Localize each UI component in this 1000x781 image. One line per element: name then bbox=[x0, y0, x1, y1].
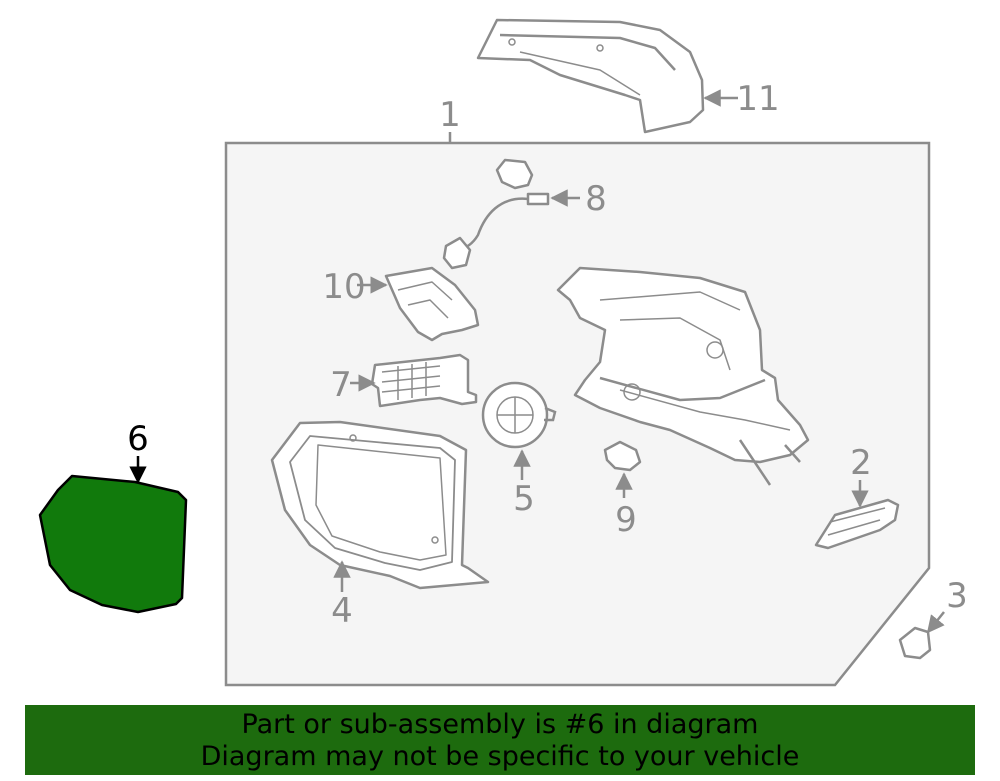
banner-line-2: Diagram may not be specific to your vehi… bbox=[200, 741, 800, 772]
part-8-wiring-harness[interactable] bbox=[442, 158, 550, 270]
part-2-actuator[interactable] bbox=[814, 498, 900, 550]
info-banner: Part or sub-assembly is #6 in diagram Di… bbox=[25, 705, 975, 775]
mirror-housing[interactable] bbox=[556, 266, 810, 486]
banner-line-1: Part or sub-assembly is #6 in diagram bbox=[241, 709, 759, 740]
callout-10: 10 bbox=[322, 267, 365, 307]
callout-11: 11 bbox=[736, 79, 779, 119]
part-3-grommet[interactable] bbox=[898, 626, 932, 660]
part-5-motor[interactable] bbox=[481, 381, 557, 449]
callout-5: 5 bbox=[513, 479, 535, 519]
callout-8: 8 bbox=[585, 179, 607, 219]
part-10-bracket[interactable] bbox=[384, 266, 480, 342]
callout-1: 1 bbox=[439, 95, 461, 135]
callout-9: 9 bbox=[615, 500, 637, 540]
callout-2: 2 bbox=[850, 443, 872, 483]
part-11-mirror-cap[interactable] bbox=[476, 18, 705, 134]
part-9-clip[interactable] bbox=[603, 440, 642, 472]
callout-7: 7 bbox=[330, 365, 352, 405]
callout-6: 6 bbox=[127, 419, 149, 459]
part-4-housing-frame[interactable] bbox=[270, 420, 490, 590]
part-7-module[interactable] bbox=[370, 353, 478, 408]
callout-3: 3 bbox=[946, 576, 968, 616]
part-6-mirror-glass[interactable] bbox=[38, 474, 188, 614]
callout-4: 4 bbox=[331, 591, 353, 631]
